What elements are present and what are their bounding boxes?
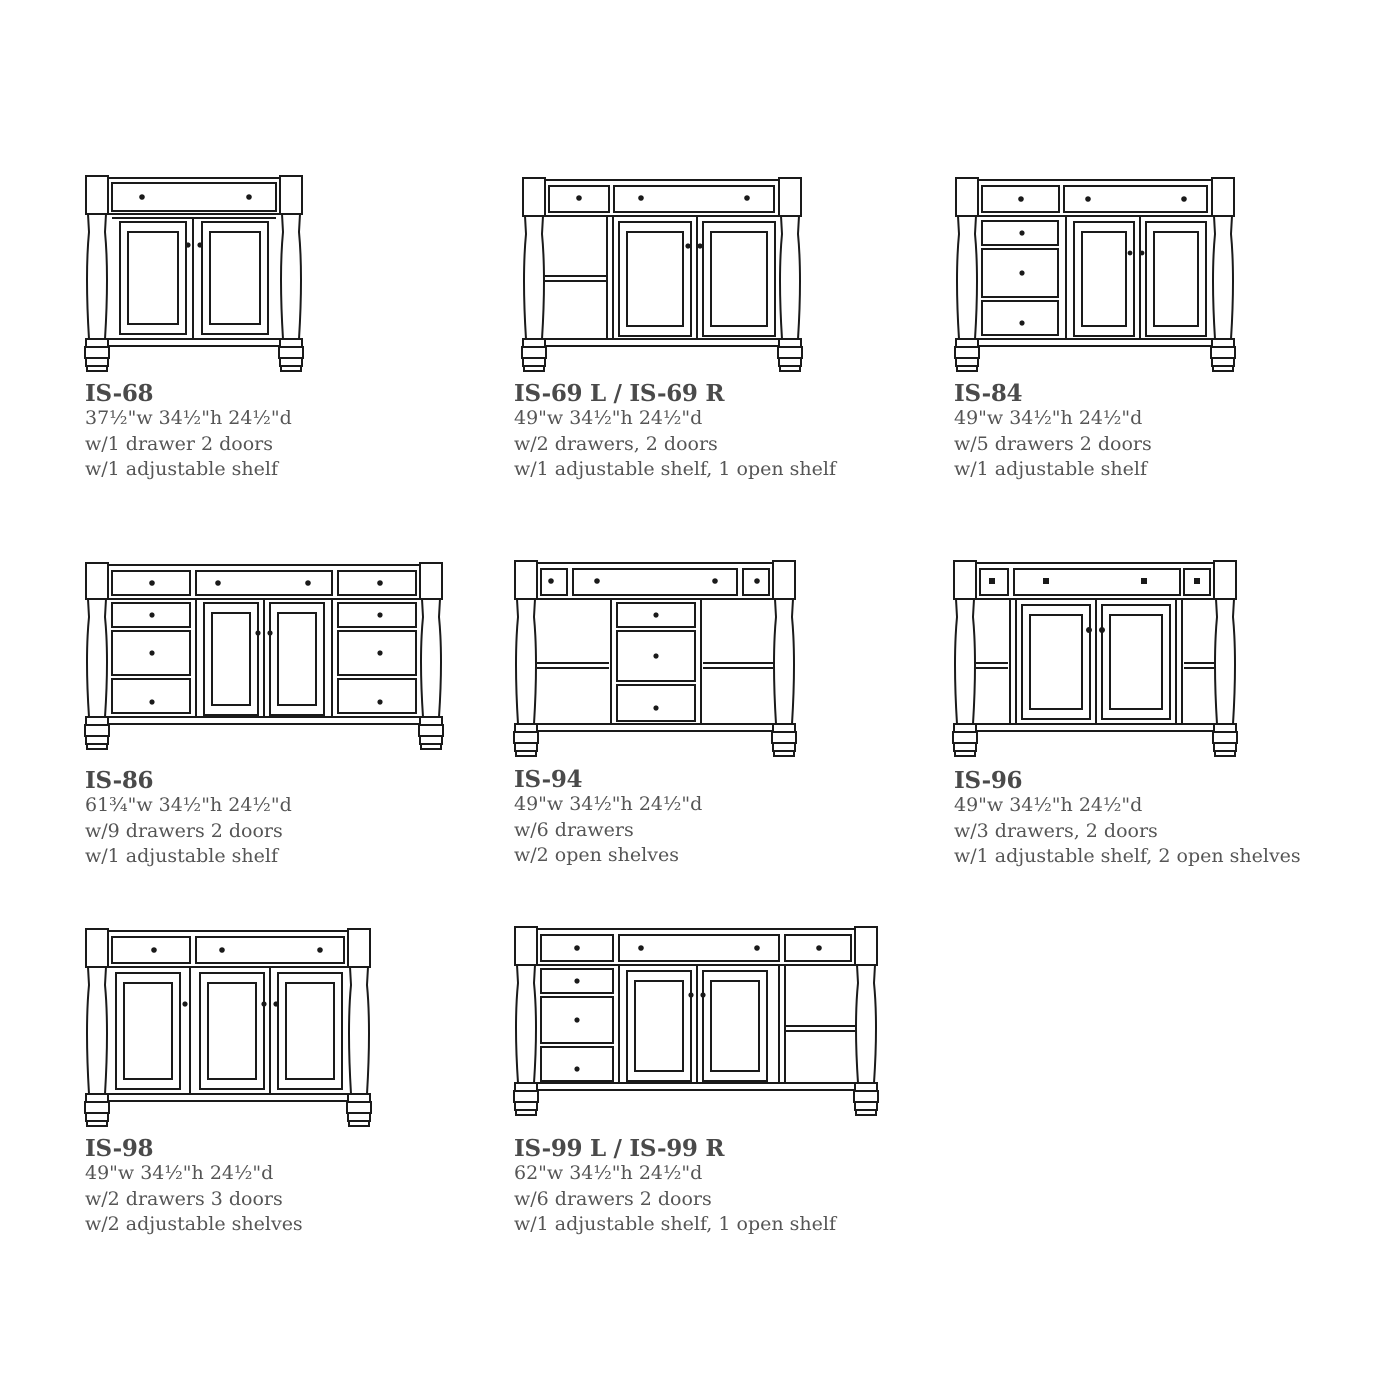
cabinet-info-is-98: IS-98 49"w 34½"h 24½"d w/2 drawers 3 doo… (85, 1136, 303, 1238)
model-number: IS-99 L / IS-99 R (514, 1135, 725, 1162)
features-line: w/1 adjustable shelf, 1 open shelf (514, 458, 836, 480)
model-number: IS-69 L / IS-69 R (514, 380, 725, 407)
features-line: w/1 drawer 2 doors (85, 432, 273, 455)
dimensions: 49"w 34½"h 24½"d (514, 407, 703, 429)
features-line: w/1 adjustable shelf (85, 845, 278, 867)
features-line: w/2 open shelves (514, 844, 679, 866)
cabinet-is-68-svg (84, 175, 304, 372)
features-line: w/2 drawers 3 doors (85, 1187, 283, 1210)
model-number: IS-94 (514, 766, 583, 793)
dimensions: 61¾"w 34½"h 24½"d (85, 794, 292, 816)
cabinet-info-is-69: IS-69 L / IS-69 R 49"w 34½"h 24½"d w/2 d… (514, 381, 836, 483)
cabinet-drawing-is-69 (521, 176, 805, 378)
cabinet-drawing-is-98 (84, 927, 376, 1133)
cabinet-is-96-svg (952, 560, 1238, 757)
cabinet-info-is-68: IS-68 37½"w 34½"h 24½"d w/1 drawer 2 doo… (85, 381, 292, 483)
model-number: IS-96 (954, 767, 1023, 794)
cabinet-is-84-svg (954, 177, 1236, 372)
features-line: w/6 drawers 2 doors (514, 1187, 712, 1210)
cabinet-is-98-svg (84, 928, 372, 1127)
cabinet-info-is-94: IS-94 49"w 34½"h 24½"d w/6 drawers w/2 o… (514, 767, 702, 869)
cabinet-drawing-is-96 (952, 559, 1240, 763)
cabinet-info-is-84: IS-84 49"w 34½"h 24½"d w/5 drawers 2 doo… (954, 381, 1152, 483)
cabinet-is-86-svg (84, 562, 444, 750)
model-number: IS-68 (85, 380, 154, 407)
model-number: IS-86 (85, 767, 154, 794)
features-line: w/2 drawers, 2 doors (514, 432, 718, 455)
features-line: w/2 adjustable shelves (85, 1213, 303, 1235)
features-line: w/6 drawers (514, 818, 634, 841)
features-line: w/5 drawers 2 doors (954, 432, 1152, 455)
features-line: w/1 adjustable shelf, 2 open shelves (954, 845, 1301, 867)
model-number: IS-98 (85, 1135, 154, 1162)
cabinet-info-is-86: IS-86 61¾"w 34½"h 24½"d w/9 drawers 2 do… (85, 768, 292, 870)
cabinet-is-94-svg (513, 560, 797, 757)
features-line: w/1 adjustable shelf (85, 458, 278, 480)
model-number: IS-84 (954, 380, 1023, 407)
dimensions: 49"w 34½"h 24½"d (954, 407, 1143, 429)
dimensions: 62"w 34½"h 24½"d (514, 1162, 703, 1184)
dimensions: 49"w 34½"h 24½"d (85, 1162, 274, 1184)
cabinet-is-99-svg (513, 926, 879, 1116)
cabinet-drawing-is-99 (513, 925, 883, 1121)
cabinet-drawing-is-94 (513, 559, 801, 761)
features-line: w/1 adjustable shelf (954, 458, 1147, 480)
cabinet-info-is-96: IS-96 49"w 34½"h 24½"d w/3 drawers, 2 do… (954, 768, 1301, 870)
cabinet-drawing-is-84 (954, 176, 1238, 378)
dimensions: 49"w 34½"h 24½"d (954, 794, 1143, 816)
cabinet-info-is-99: IS-99 L / IS-99 R 62"w 34½"h 24½"d w/6 d… (514, 1136, 836, 1238)
cabinet-is-69-svg (521, 177, 803, 372)
cabinet-drawing-is-68 (84, 174, 306, 378)
dimensions: 37½"w 34½"h 24½"d (85, 407, 292, 429)
dimensions: 49"w 34½"h 24½"d (514, 793, 703, 815)
features-line: w/3 drawers, 2 doors (954, 819, 1158, 842)
cabinet-drawing-is-86 (84, 561, 448, 755)
features-line: w/9 drawers 2 doors (85, 819, 283, 842)
features-line: w/1 adjustable shelf, 1 open shelf (514, 1213, 836, 1235)
